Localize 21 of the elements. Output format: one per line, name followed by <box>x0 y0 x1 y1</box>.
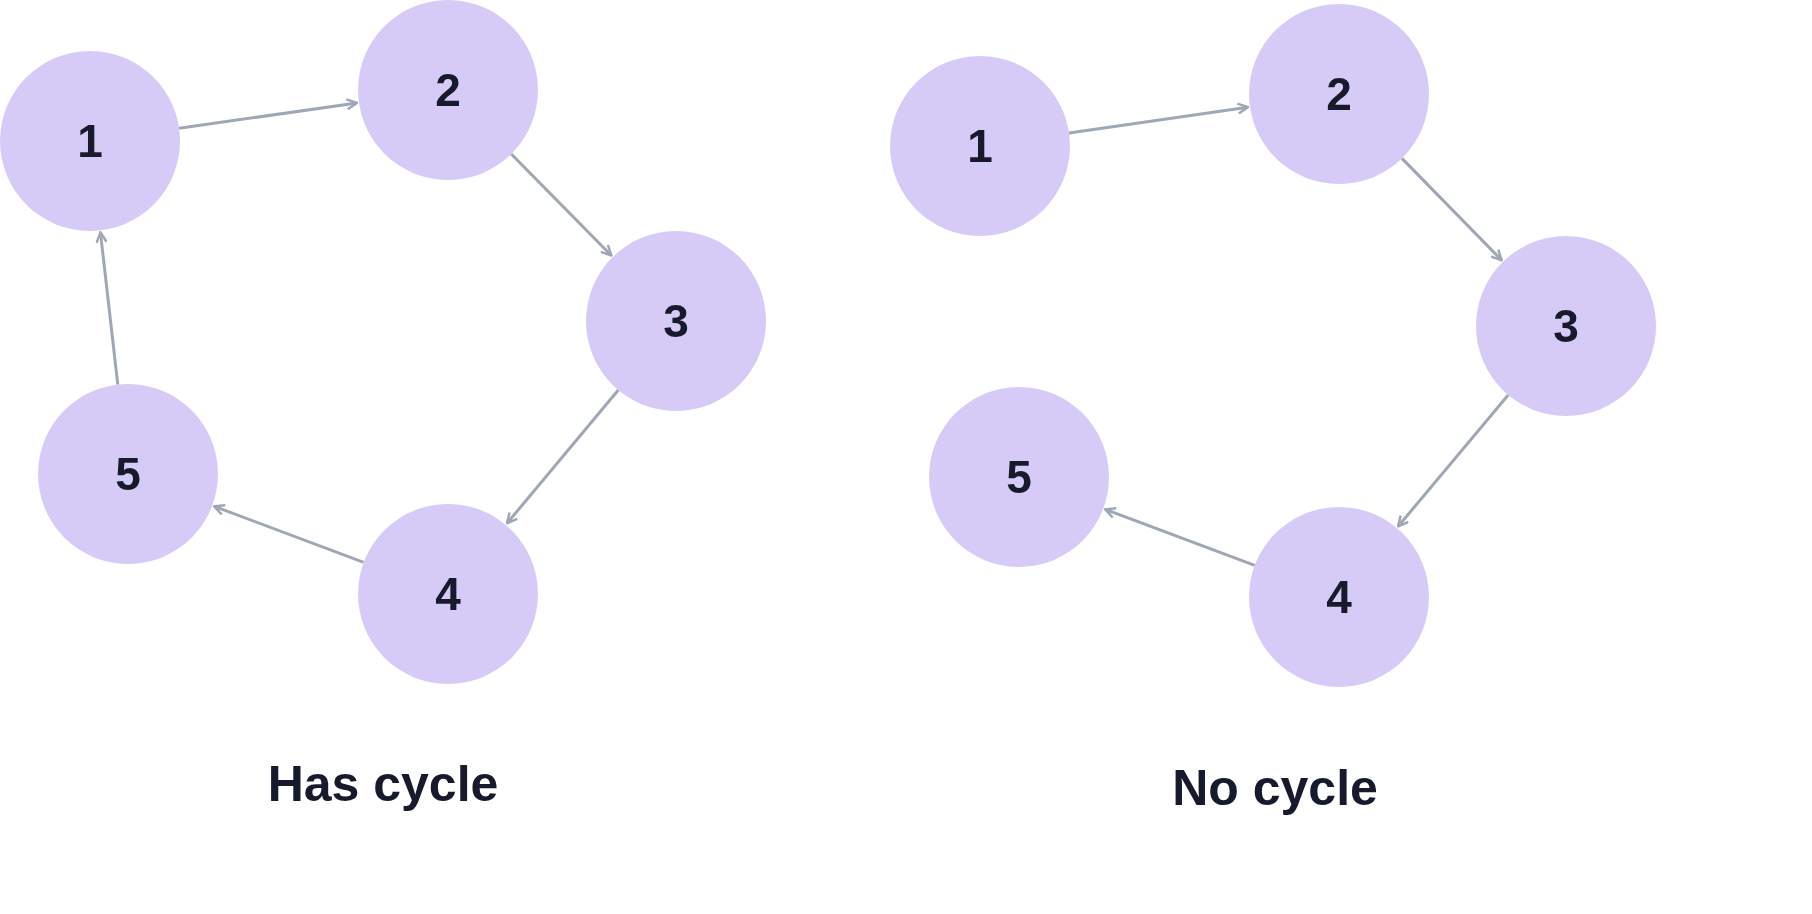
arrow <box>510 153 613 257</box>
node-label: 5 <box>1006 449 1032 505</box>
arrow <box>1400 157 1503 262</box>
node-label: 4 <box>435 566 461 622</box>
node-label: 5 <box>115 446 141 502</box>
arrow <box>1103 506 1256 567</box>
node-label: 2 <box>1326 66 1352 122</box>
arrow <box>1068 102 1250 135</box>
node-label: 1 <box>967 118 993 174</box>
node-label: 1 <box>77 113 103 169</box>
arrow <box>95 231 120 385</box>
caption: Has cycle <box>267 754 499 814</box>
node-label: 4 <box>1326 569 1352 625</box>
arrow <box>1396 394 1510 528</box>
arrow <box>212 503 365 564</box>
node-label: 2 <box>435 62 461 118</box>
arrow <box>178 98 359 130</box>
node-label: 3 <box>663 293 689 349</box>
node-label: 3 <box>1553 298 1579 354</box>
caption: No cycle <box>1172 758 1378 818</box>
arrow <box>505 389 620 525</box>
